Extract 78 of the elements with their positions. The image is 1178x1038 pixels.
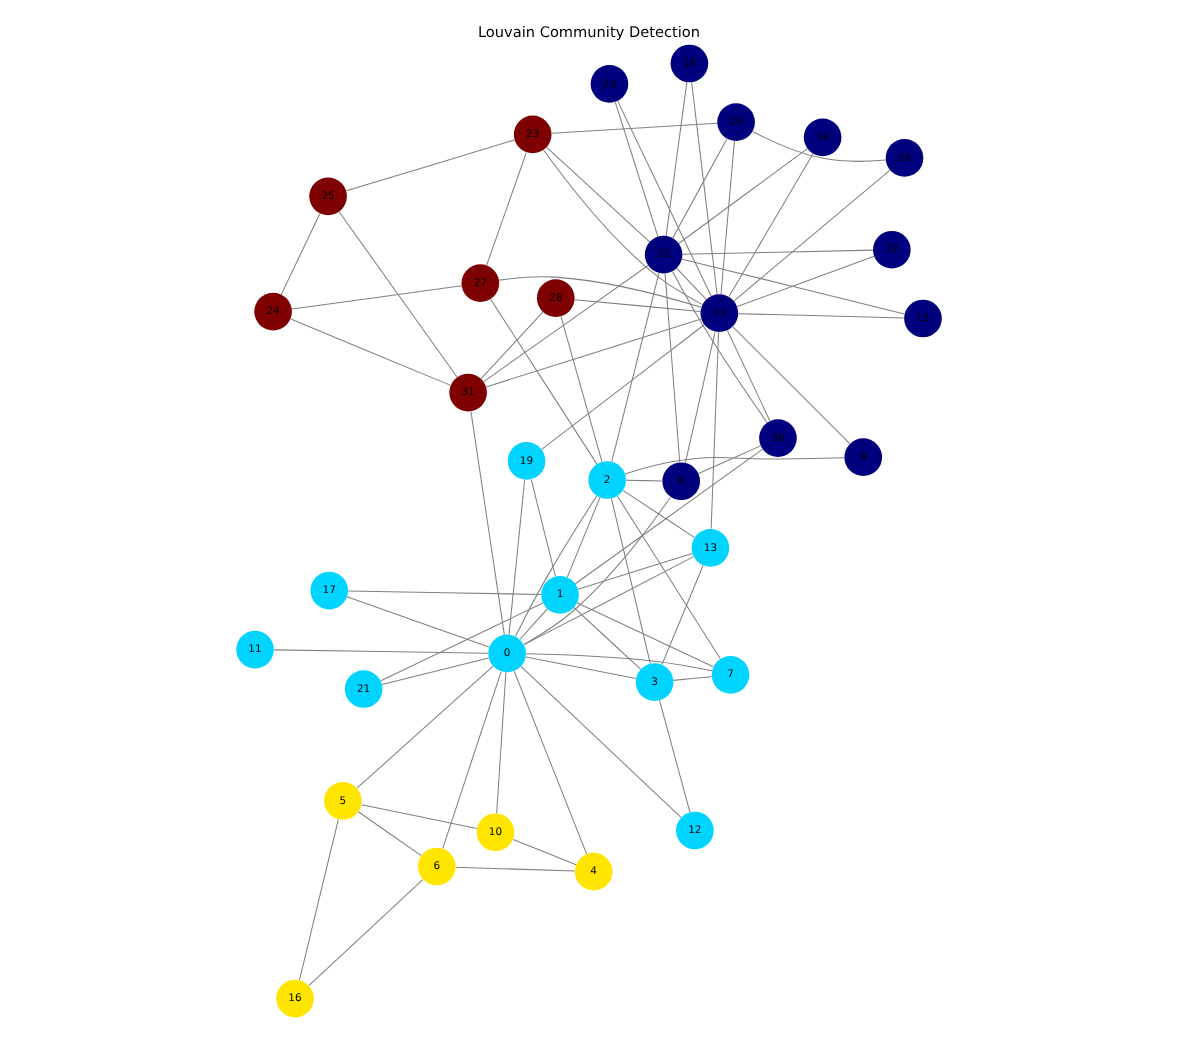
connector (338, 211, 458, 378)
connector (551, 122, 718, 134)
connector (357, 811, 422, 857)
connector (498, 276, 702, 308)
connector (541, 324, 705, 450)
connector (681, 249, 874, 255)
connector (381, 657, 490, 685)
connector (361, 804, 478, 829)
connector (720, 140, 735, 295)
connector (617, 100, 712, 297)
connector (280, 212, 321, 296)
connector (346, 596, 490, 648)
connector (726, 329, 771, 422)
connector (523, 556, 695, 646)
connector (490, 298, 598, 465)
connector (710, 331, 720, 530)
connector (523, 496, 671, 645)
connector (577, 553, 693, 590)
connector (470, 411, 505, 636)
connector (616, 495, 721, 660)
connector (483, 265, 649, 383)
connector (290, 318, 452, 386)
connector (525, 656, 637, 680)
connector (576, 602, 714, 668)
connector (485, 318, 702, 388)
connector (519, 608, 548, 640)
connector (736, 255, 875, 308)
connector (684, 331, 716, 464)
connector (455, 866, 576, 872)
connector (614, 101, 659, 237)
connector (512, 838, 577, 866)
connector (508, 479, 526, 636)
connector (442, 671, 502, 849)
connector (347, 590, 542, 595)
connector (733, 169, 891, 302)
connector (691, 81, 718, 295)
connector (611, 498, 651, 665)
connector (291, 285, 462, 310)
connector (530, 478, 556, 577)
connector (560, 315, 603, 463)
connector (525, 653, 713, 672)
connector (697, 445, 761, 475)
connector (676, 267, 707, 300)
connector (625, 479, 663, 482)
connector (543, 149, 703, 306)
connector (546, 146, 651, 243)
connector (480, 311, 544, 380)
connector (356, 665, 494, 789)
connector (728, 153, 814, 298)
connector (622, 490, 695, 538)
connector (486, 151, 527, 266)
connector (665, 81, 688, 237)
connector (671, 270, 768, 424)
connector (672, 138, 728, 239)
connector (659, 699, 691, 813)
connector (664, 273, 681, 463)
connector (573, 607, 642, 670)
connector (737, 313, 905, 319)
connector (681, 258, 905, 315)
connector (732, 326, 851, 445)
connector (752, 130, 887, 162)
connector (672, 676, 713, 681)
connector (574, 299, 701, 312)
connector (380, 602, 544, 682)
connector (678, 148, 808, 244)
connector (566, 497, 601, 578)
connector (611, 272, 660, 463)
connector (574, 448, 764, 585)
connector (298, 818, 339, 981)
connector (345, 139, 516, 192)
connector (624, 457, 845, 475)
connector (273, 649, 489, 654)
connector (513, 670, 588, 855)
connector (515, 495, 598, 637)
connector (496, 671, 507, 814)
connector (661, 564, 704, 666)
connector (308, 879, 424, 986)
connector (520, 665, 682, 818)
